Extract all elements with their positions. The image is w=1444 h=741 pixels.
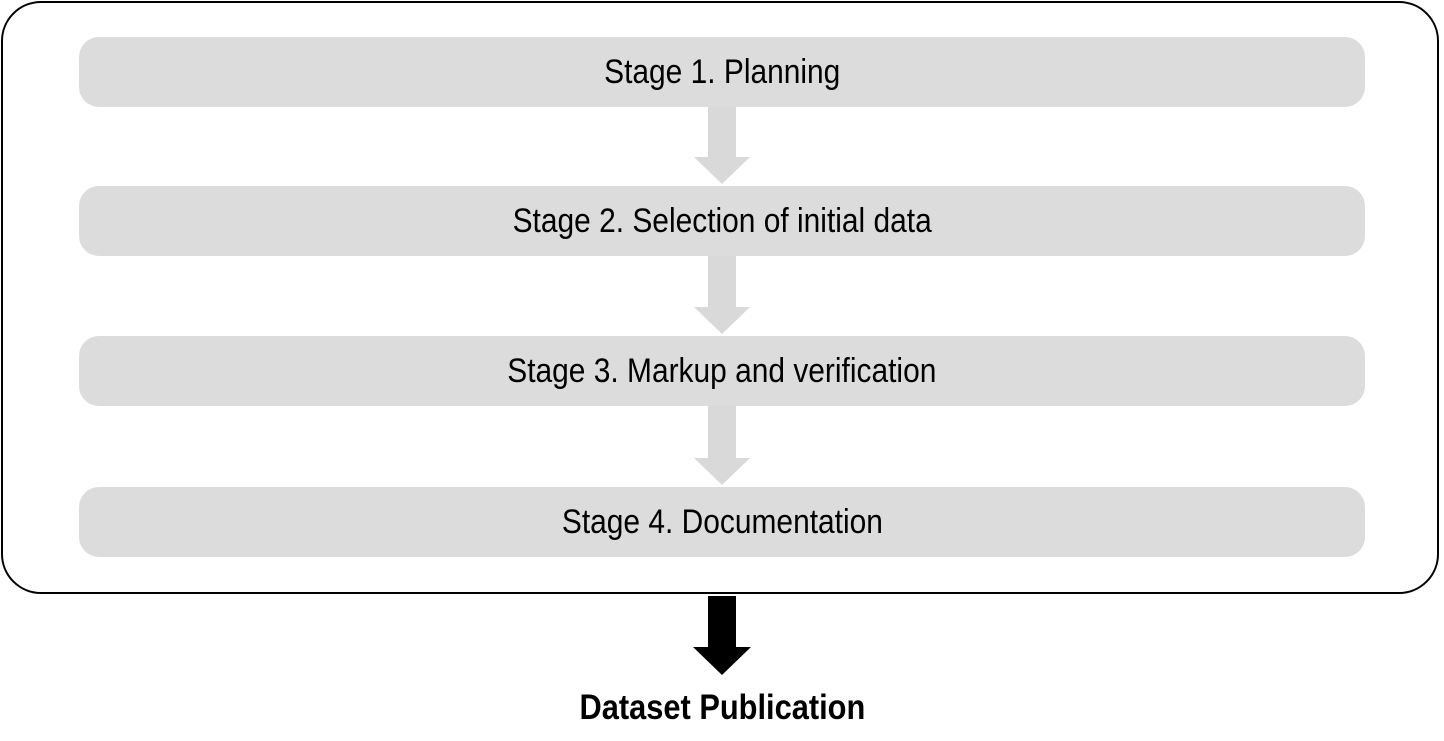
stage-4-box: Stage 4. Documentation <box>79 487 1365 557</box>
output-arrow <box>693 596 751 675</box>
stage-2-box: Stage 2. Selection of initial data <box>79 186 1365 256</box>
stage-2-label: Stage 2. Selection of initial data <box>512 201 932 240</box>
stage-1-box: Stage 1. Planning <box>79 37 1365 107</box>
stage-3-label: Stage 3. Markup and verification <box>507 351 937 390</box>
stage-4-label: Stage 4. Documentation <box>561 502 883 541</box>
stage-1-label: Stage 1. Planning <box>603 52 841 91</box>
dataset-publication-label: Dataset Publication <box>579 688 865 727</box>
output-label-container: Dataset Publication <box>0 688 1444 728</box>
stage-3-box: Stage 3. Markup and verification <box>79 336 1365 406</box>
